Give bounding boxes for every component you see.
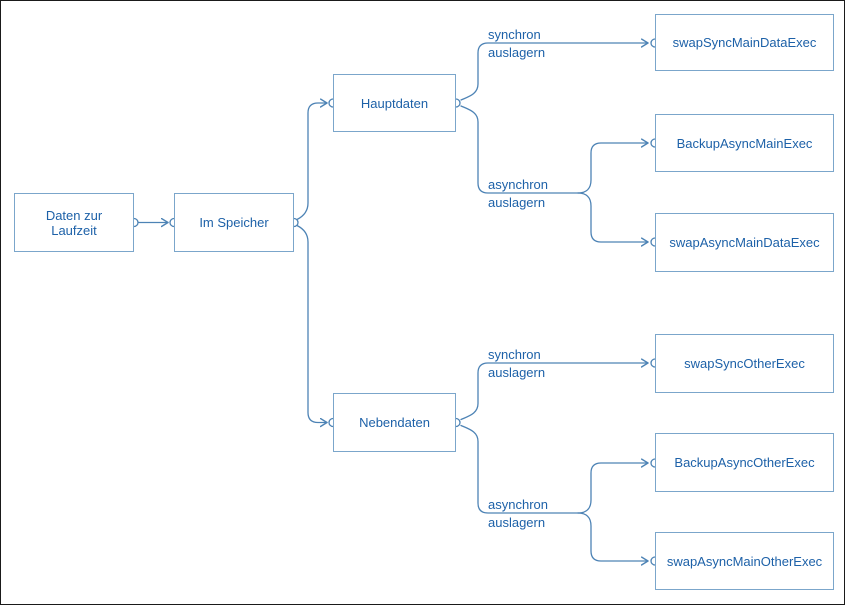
edge-other-sync — [460, 363, 648, 421]
edge-main-async-up — [577, 143, 648, 194]
node-label: Daten zur Laufzeit — [45, 207, 103, 238]
node-backup-async-other-exec[interactable]: BackupAsyncOtherExec — [655, 433, 834, 492]
edge-label-line: synchron — [488, 347, 541, 362]
edge-other-async-up — [577, 463, 648, 514]
node-daten-zur-laufzeit[interactable]: Daten zur Laufzeit — [14, 193, 134, 252]
edge-label-nebendaten-asynchron: asynchron auslagern — [488, 498, 548, 530]
node-label: Nebendaten — [359, 415, 430, 430]
node-label: swapAsyncMainOtherExec — [666, 553, 823, 569]
edge-label-line: auslagern — [488, 195, 546, 210]
node-swap-async-main-data-exec[interactable]: swapAsyncMainDataExec — [655, 213, 834, 272]
edge-other-async-down — [577, 512, 648, 561]
edge-label-line: asynchron — [488, 177, 548, 192]
node-label: swapSyncOtherExec — [684, 356, 805, 371]
edge-memory-main — [296, 103, 327, 221]
edge-main-async-trunk — [460, 105, 579, 194]
node-label: Hauptdaten — [360, 95, 429, 111]
edge-label-hauptdaten-synchron: synchron auslagern — [488, 28, 545, 60]
edge-main-sync — [460, 43, 648, 101]
edge-memory-other — [296, 224, 327, 423]
node-swap-sync-main-data-exec[interactable]: swapSyncMainDataExec — [655, 14, 834, 71]
edge-label-line: auslagern — [488, 365, 546, 380]
edge-label-hauptdaten-asynchron: asynchron auslagern — [488, 178, 548, 210]
node-label: BackupAsyncMainExec — [676, 135, 813, 151]
edge-label-nebendaten-synchron: synchron auslagern — [488, 348, 545, 380]
node-swap-async-main-other-exec[interactable]: swapAsyncMainOtherExec — [655, 532, 834, 590]
node-hauptdaten[interactable]: Hauptdaten — [333, 74, 456, 132]
edge-other-async-trunk — [460, 424, 579, 514]
node-label: swapSyncMainDataExec — [672, 35, 817, 50]
node-label: swapAsyncMainDataExec — [669, 235, 820, 250]
node-nebendaten[interactable]: Nebendaten — [333, 393, 456, 452]
edge-label-line: auslagern — [488, 515, 546, 530]
edge-main-async-down — [577, 192, 648, 242]
edge-label-line: auslagern — [488, 45, 546, 60]
node-label: Im Speicher — [199, 215, 269, 230]
edge-label-line: synchron — [488, 27, 541, 42]
node-backup-async-main-exec[interactable]: BackupAsyncMainExec — [655, 114, 834, 172]
node-label: BackupAsyncOtherExec — [674, 455, 815, 470]
node-im-speicher[interactable]: Im Speicher — [174, 193, 294, 252]
edge-label-line: asynchron — [488, 497, 548, 512]
node-swap-sync-other-exec[interactable]: swapSyncOtherExec — [655, 334, 834, 393]
